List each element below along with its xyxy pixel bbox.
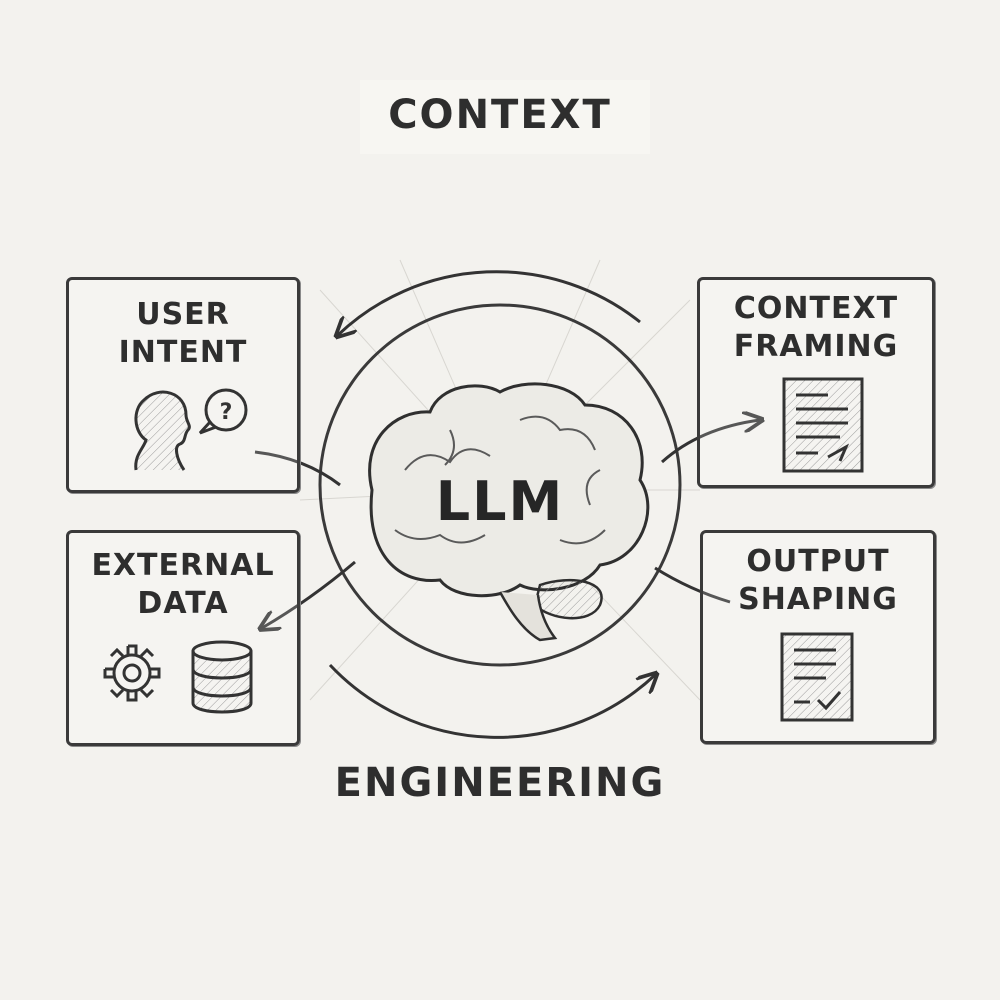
database-icon: [191, 640, 253, 714]
context-framing-box: CONTEXT FRAMING: [697, 277, 935, 488]
user-intent-line1: USER: [136, 297, 230, 332]
context-framing-arrow: [661, 420, 760, 464]
context-framing-line1: CONTEXT: [733, 291, 899, 326]
external-data-box: EXTERNAL DATA: [66, 530, 300, 746]
context-framing-label: CONTEXT FRAMING: [700, 290, 932, 366]
external-data-label: EXTERNAL DATA: [69, 547, 297, 623]
bottom-curved-arrow: [328, 663, 655, 739]
external-data-arrow: [262, 560, 356, 628]
external-data-line1: EXTERNAL: [91, 548, 275, 583]
document-check-icon: [780, 632, 854, 722]
person-head-icon: [134, 390, 191, 471]
title-band: [360, 80, 650, 154]
diagram-title-bottom: ENGINEERING: [334, 760, 666, 806]
brain-icon: [368, 382, 650, 642]
svg-text:?: ?: [220, 400, 233, 425]
user-intent-box: USER INTENT ?: [66, 277, 300, 493]
external-data-line2: DATA: [137, 586, 229, 621]
output-shaping-label: OUTPUT SHAPING: [703, 543, 933, 619]
user-intent-line2: INTENT: [118, 335, 248, 370]
output-shaping-box: OUTPUT SHAPING: [700, 530, 936, 744]
question-bubble-icon: ?: [198, 388, 248, 435]
outer-circle: [318, 303, 682, 667]
user-intent-label: USER INTENT: [69, 296, 297, 372]
llm-label: LLM: [435, 470, 565, 533]
output-shaping-line1: OUTPUT: [746, 544, 890, 579]
gear-icon: [103, 644, 161, 702]
document-edit-icon: [782, 377, 864, 473]
context-framing-line2: FRAMING: [733, 329, 899, 364]
output-shaping-line2: SHAPING: [738, 582, 898, 617]
diagram-title-top: CONTEXT: [388, 92, 612, 138]
output-shaping-connector: [654, 566, 731, 604]
top-curved-arrow: [338, 270, 641, 335]
user-intent-connector: [254, 450, 341, 487]
